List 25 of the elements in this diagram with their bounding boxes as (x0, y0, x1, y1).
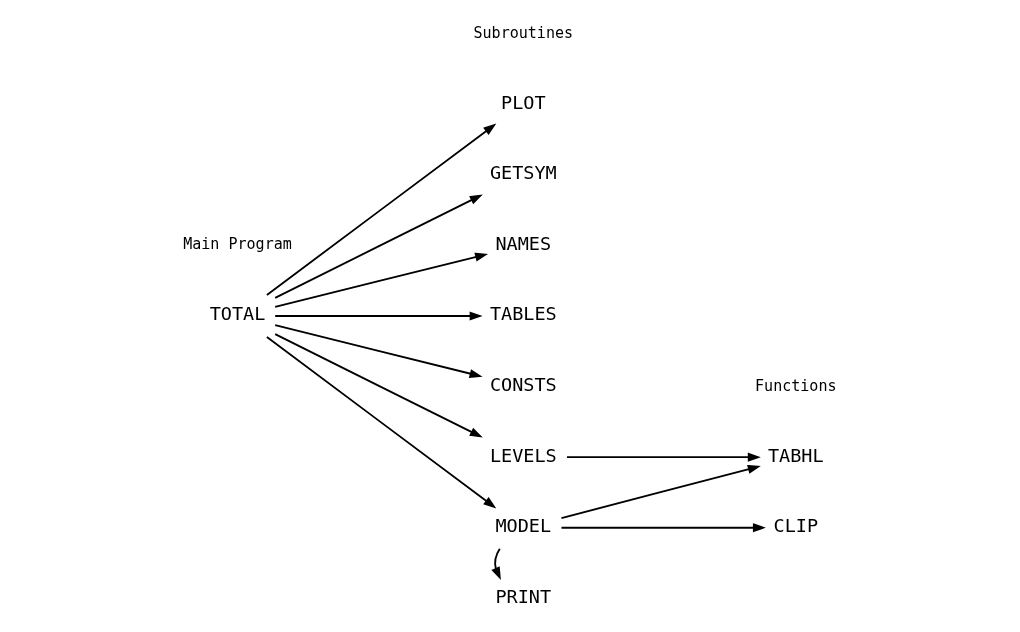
node-text: TABLES (489, 303, 557, 325)
label: Main Program (183, 235, 292, 254)
node-text: PRINT (495, 585, 552, 607)
arrow (491, 547, 501, 580)
arrow (265, 336, 497, 509)
node-text: CONSTS (489, 373, 557, 395)
arrow (274, 252, 489, 308)
arrow (265, 123, 497, 296)
arrow (274, 333, 483, 438)
arrow (560, 523, 766, 533)
label: Functions (755, 376, 837, 395)
node-text: TABHL (767, 444, 824, 466)
arrow (566, 452, 761, 462)
arrow (274, 194, 483, 299)
node-text: CLIP (773, 515, 819, 537)
node-text: MODEL (495, 515, 552, 537)
label: Subroutines (473, 23, 574, 42)
node-text: NAMES (495, 232, 552, 254)
arrow (560, 464, 761, 519)
node-text: PLOT (501, 91, 546, 113)
node-text: TOTAL (209, 303, 266, 325)
node-text: LEVELS (489, 444, 557, 466)
arrow (274, 324, 483, 378)
node-text: GETSYM (489, 162, 557, 184)
arrow (274, 311, 483, 321)
